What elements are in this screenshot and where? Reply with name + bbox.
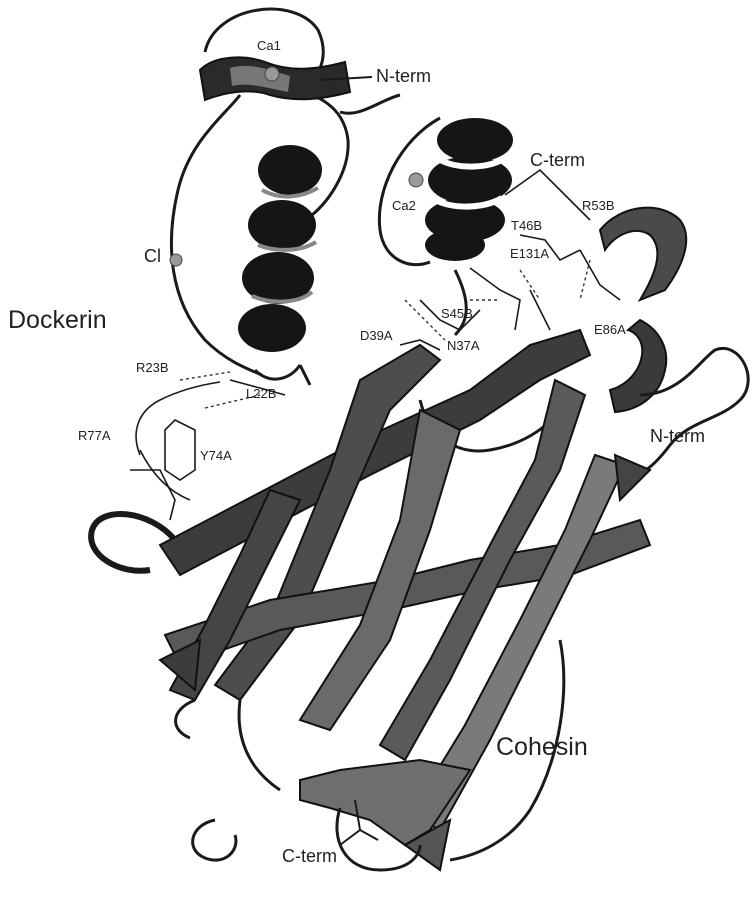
ca1-label: Ca1 bbox=[257, 38, 281, 53]
cohesin-domain bbox=[91, 208, 748, 870]
ca2-label: Ca2 bbox=[392, 198, 416, 213]
strand-arrow-3 bbox=[615, 455, 650, 500]
d39a-label: D39A bbox=[360, 328, 393, 343]
n-term-dockerin-label: N-term bbox=[376, 66, 431, 86]
cl-ion bbox=[170, 254, 182, 266]
r53b-label: R53B bbox=[582, 198, 615, 213]
ca1-ion bbox=[265, 67, 279, 81]
cohesin-helix-turn bbox=[600, 208, 686, 300]
cl-label: Cl bbox=[144, 246, 161, 266]
ca2-ion bbox=[409, 173, 423, 187]
e86a-label: E86A bbox=[594, 322, 626, 337]
dockerin-title: Dockerin bbox=[8, 306, 107, 334]
n37a-label: N37A bbox=[447, 338, 480, 353]
e131a-label: E131A bbox=[510, 246, 549, 261]
cohesin-right-loop bbox=[615, 348, 748, 478]
y74a-label: Y74A bbox=[200, 448, 232, 463]
s45b-label: S45B bbox=[441, 306, 473, 321]
dockerin-c-terminal-helix bbox=[379, 118, 513, 335]
c-term-dockerin-label: C-term bbox=[530, 150, 585, 170]
t46b-label: T46B bbox=[511, 218, 542, 233]
r77a-label: R77A bbox=[78, 428, 111, 443]
dockerin-helix-2 bbox=[238, 145, 322, 352]
c-term-cohesin-label: C-term bbox=[282, 846, 337, 866]
l22b-label: L22B bbox=[246, 386, 276, 401]
r23b-label: R23B bbox=[136, 360, 169, 375]
cohesin-title: Cohesin bbox=[496, 733, 588, 761]
dockerin-bottom-coil bbox=[255, 365, 310, 385]
cohesin-left-loop bbox=[91, 514, 175, 571]
n-term-cohesin-label: N-term bbox=[650, 426, 705, 446]
